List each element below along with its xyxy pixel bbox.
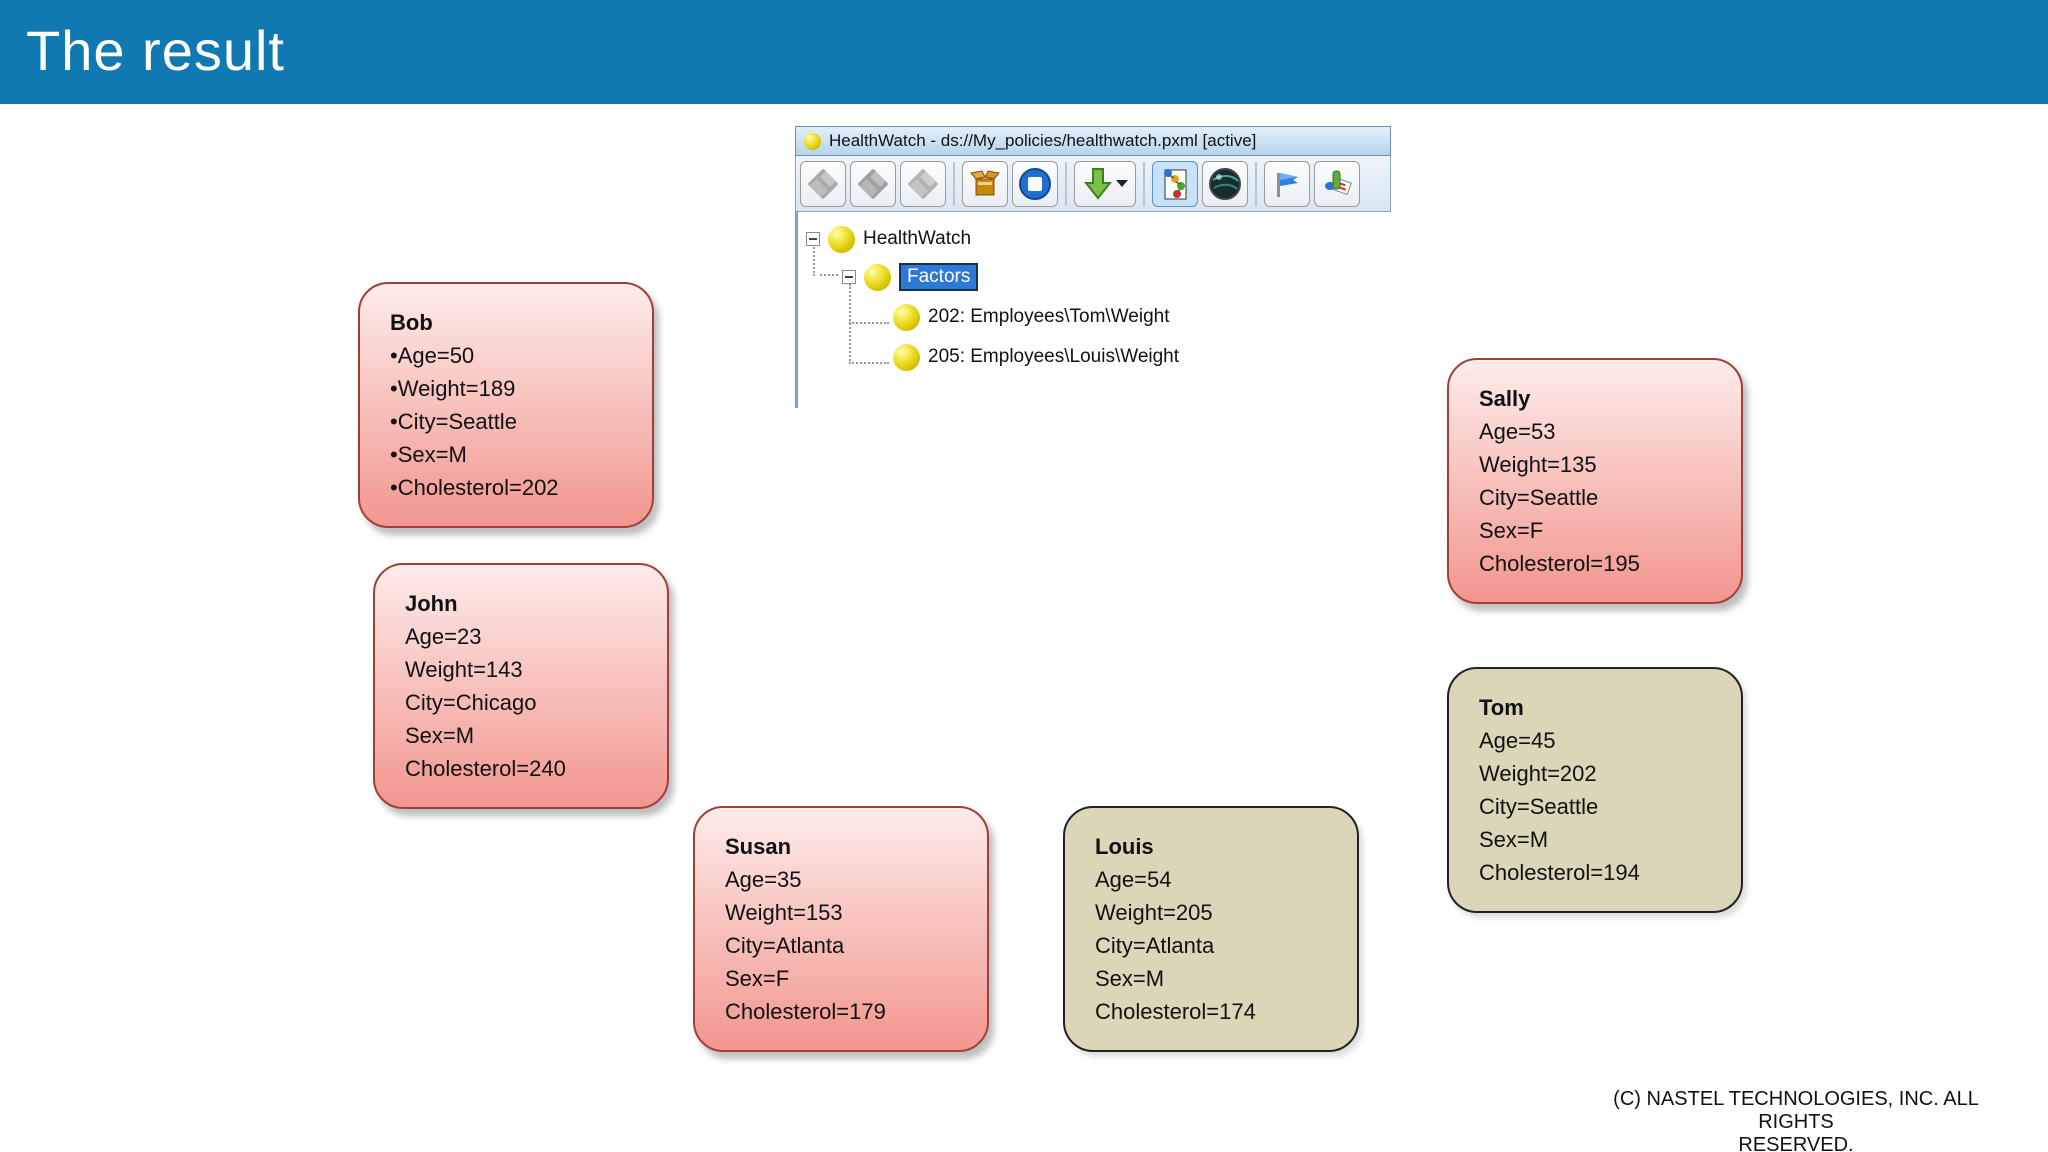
person-card-louis: Louis Age=54 Weight=205 City=Atlanta Sex… — [1063, 806, 1359, 1052]
tree-row-factors[interactable]: Factors — [842, 262, 979, 292]
card-line: •Sex=M — [390, 442, 467, 467]
floppy-disk-icon — [908, 168, 938, 199]
tree-connector — [849, 362, 889, 364]
tree-item-label[interactable]: 202: Employees\Tom\Weight — [928, 306, 1170, 327]
tree-row-item[interactable]: 205: Employees\Louis\Weight — [893, 342, 1179, 372]
card-line: Weight=135 — [1479, 452, 1597, 477]
card-line: Sex=F — [725, 966, 790, 991]
card-line: Age=53 — [1479, 419, 1556, 444]
toolbar-separator — [1143, 161, 1145, 206]
node-ball-icon — [828, 225, 855, 253]
person-card-sally: Sally Age=53 Weight=135 City=Seattle Sex… — [1447, 358, 1743, 604]
toolbar-button-stop[interactable] — [1012, 160, 1058, 207]
stop-icon — [1019, 167, 1051, 200]
download-arrow-icon — [1083, 167, 1112, 200]
card-line: Sex=M — [405, 723, 475, 748]
card-line: Weight=202 — [1479, 761, 1597, 786]
toolbar-button-save-2[interactable] — [850, 160, 896, 207]
tree-connector — [849, 322, 889, 324]
toolbar-button-save-3[interactable] — [900, 160, 946, 207]
person-card-tom: Tom Age=45 Weight=202 City=Seattle Sex=M… — [1447, 667, 1743, 913]
card-line: Weight=153 — [725, 900, 843, 925]
toolbar-button-flag[interactable] — [1264, 160, 1310, 207]
card-name: Sally — [1479, 386, 1531, 411]
copyright-line-2: RESERVED. — [1738, 1134, 1854, 1152]
node-ball-icon — [864, 263, 891, 291]
card-line: Cholesterol=174 — [1095, 999, 1256, 1024]
window-title: HealthWatch - ds://My_policies/healthwat… — [829, 131, 1257, 150]
tree-root-label[interactable]: HealthWatch — [863, 228, 972, 249]
card-line: •Weight=189 — [390, 376, 516, 401]
card-line: •Age=50 — [390, 343, 475, 368]
toolbar-button-globe[interactable] — [1202, 160, 1248, 207]
policy-diagram-icon — [1164, 168, 1187, 199]
node-ball-icon — [893, 343, 920, 371]
card-line: City=Seattle — [1479, 794, 1599, 819]
collapse-icon[interactable] — [842, 270, 856, 284]
copyright-line-1: (C) NASTEL TECHNOLOGIES, INC. ALL RIGHTS — [1613, 1088, 1979, 1133]
card-line: •City=Seattle — [390, 409, 517, 434]
card-line: Sex=M — [1095, 966, 1165, 991]
toolbar-button-download[interactable] — [1074, 160, 1136, 207]
copyright-footer: (C) NASTEL TECHNOLOGIES, INC. ALL RIGHTS… — [1580, 1088, 2012, 1152]
flag-icon — [1277, 172, 1298, 197]
card-name: Susan — [725, 834, 792, 859]
card-name: John — [405, 591, 458, 616]
collapse-icon[interactable] — [806, 232, 820, 246]
card-line: Cholesterol=179 — [725, 999, 886, 1024]
person-card-bob: Bob •Age=50 •Weight=189 •City=Seattle •S… — [358, 282, 654, 528]
card-line: City=Chicago — [405, 690, 537, 715]
tree-item-label[interactable]: 205: Employees\Louis\Weight — [928, 346, 1180, 367]
card-line: Cholesterol=240 — [405, 756, 566, 781]
policy-tree-panel: HealthWatch Factors 202: Employees\Tom\W… — [795, 212, 1391, 408]
page-title: The result — [26, 19, 285, 82]
toolbar-separator — [1065, 161, 1067, 206]
card-name: Tom — [1479, 695, 1524, 720]
floppy-disk-icon — [858, 168, 888, 199]
card-line: City=Atlanta — [725, 933, 845, 958]
card-line: City=Atlanta — [1095, 933, 1215, 958]
healthwatch-window: HealthWatch - ds://My_policies/healthwat… — [795, 126, 1391, 408]
card-name: Louis — [1095, 834, 1154, 859]
report-icon — [1325, 170, 1352, 195]
card-line: Age=54 — [1095, 867, 1172, 892]
toolbar-button-deploy[interactable] — [962, 160, 1008, 207]
tree-row-root[interactable]: HealthWatch — [806, 224, 971, 254]
card-line: City=Seattle — [1479, 485, 1599, 510]
tree-connector — [813, 244, 815, 276]
card-line: Weight=143 — [405, 657, 523, 682]
floppy-disk-icon — [808, 168, 838, 199]
card-line: Age=23 — [405, 624, 482, 649]
window-titlebar: HealthWatch - ds://My_policies/healthwat… — [795, 126, 1391, 156]
node-ball-icon — [893, 303, 920, 331]
toolbar-separator — [1255, 161, 1257, 206]
window-toolbar — [795, 156, 1391, 212]
card-line: Sex=M — [1479, 827, 1549, 852]
dropdown-caret-icon — [1115, 180, 1128, 187]
card-line: Sex=F — [1479, 518, 1544, 543]
globe-icon — [1209, 167, 1241, 200]
tree-connector — [849, 284, 851, 364]
person-card-susan: Susan Age=35 Weight=153 City=Atlanta Sex… — [693, 806, 989, 1052]
toolbar-button-report[interactable] — [1314, 160, 1360, 207]
slide-header: The result — [0, 0, 2048, 104]
card-line: Age=35 — [725, 867, 802, 892]
toolbar-button-save-1[interactable] — [800, 160, 846, 207]
tree-selected-label[interactable]: Factors — [899, 263, 979, 291]
app-ball-icon — [804, 132, 821, 150]
card-line: Age=45 — [1479, 728, 1556, 753]
package-icon — [970, 169, 1000, 195]
card-line: •Cholesterol=202 — [390, 475, 559, 500]
toolbar-separator — [953, 161, 955, 206]
tree-connector — [820, 274, 838, 276]
tree-row-item[interactable]: 202: Employees\Tom\Weight — [893, 302, 1170, 332]
card-line: Cholesterol=194 — [1479, 860, 1640, 885]
card-line: Weight=205 — [1095, 900, 1213, 925]
card-line: Cholesterol=195 — [1479, 551, 1640, 576]
card-name: Bob — [390, 310, 433, 335]
person-card-john: John Age=23 Weight=143 City=Chicago Sex=… — [373, 563, 669, 809]
toolbar-button-policy-view[interactable] — [1152, 160, 1198, 207]
